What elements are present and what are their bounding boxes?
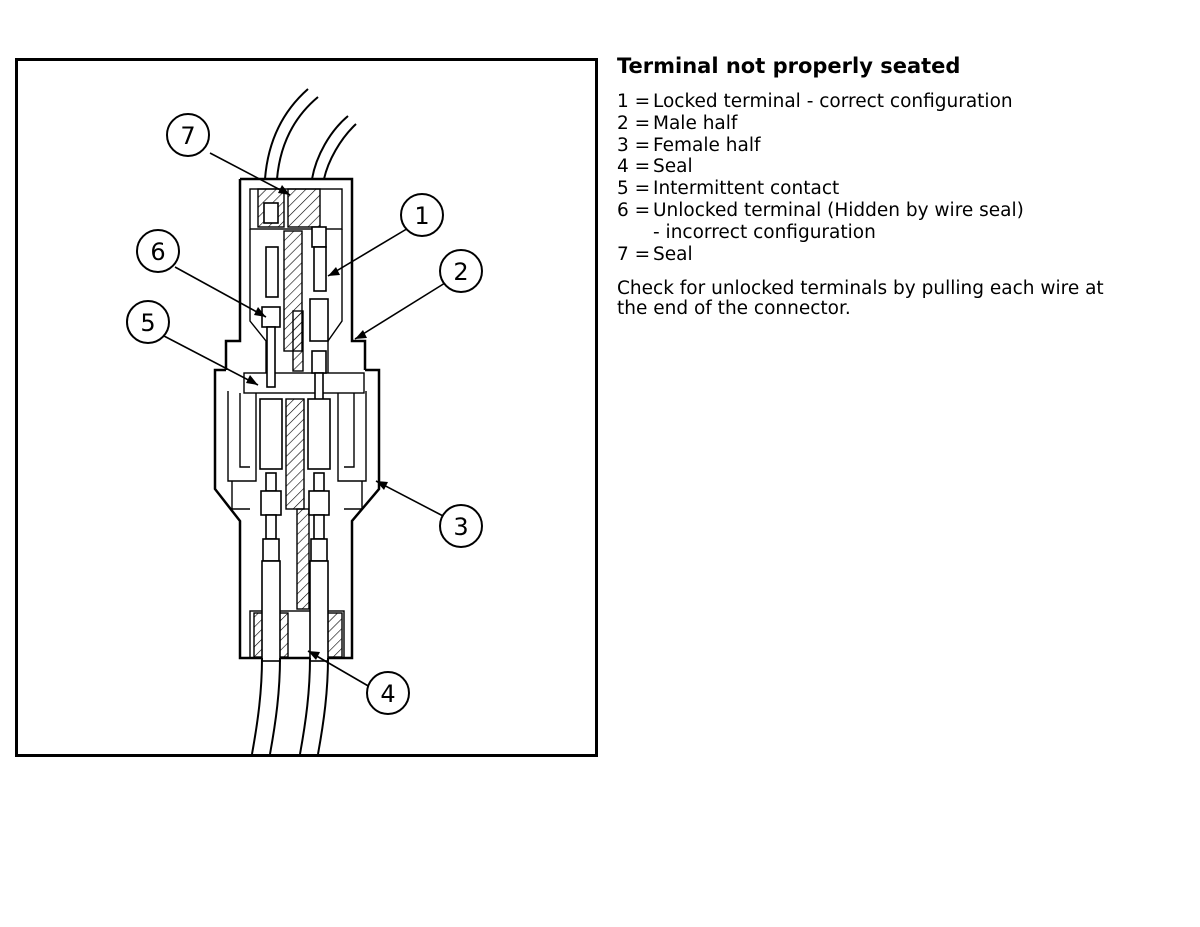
- bottom-wires: [251, 657, 329, 754]
- legend-label: Female half: [653, 134, 761, 156]
- callout-6: 6: [136, 229, 180, 273]
- callout-7: 7: [166, 113, 210, 157]
- callout-5-label: 5: [140, 309, 155, 337]
- callout-1: 1: [400, 193, 444, 237]
- text-panel: Terminal not properly seated 1 = Locked …: [617, 52, 1177, 319]
- connector-diagram: 7 1 2 6 5 3 4: [15, 58, 598, 757]
- legend-number: 1 =: [617, 91, 651, 112]
- left-terminal: [259, 202, 283, 662]
- callout-3: 3: [439, 504, 483, 548]
- callout-4: 4: [366, 671, 410, 715]
- legend-label: Seal: [653, 243, 693, 265]
- legend-number: 5 =: [617, 178, 651, 200]
- legend-label: Intermittent contact: [653, 178, 840, 200]
- top-wires: [264, 88, 357, 180]
- instruction-note: Check for unlocked terminals by pulling …: [617, 278, 1104, 320]
- legend-sublabel: - incorrect configuration: [653, 221, 876, 243]
- legend-item: 5 = Intermittent contact: [617, 178, 1177, 200]
- legend-number: 4 =: [617, 156, 651, 178]
- legend-item: 2 = Male half: [617, 113, 1177, 135]
- right-terminal: [307, 226, 331, 662]
- legend-label: Locked terminal - correct configuration: [653, 91, 1013, 112]
- legend-item: 1 = Locked terminal - correct configurat…: [617, 91, 1177, 113]
- legend-number: 6 =: [617, 199, 651, 221]
- callout-2: 2: [439, 249, 483, 293]
- inner-walls: [227, 188, 367, 659]
- legend-number: 3 =: [617, 134, 651, 156]
- legend: 1 = Locked terminal - correct configurat…: [617, 91, 1177, 265]
- legend-item: 7 = Seal: [617, 244, 1177, 266]
- callout-5: 5: [126, 300, 170, 344]
- callout-1-label: 1: [414, 202, 429, 230]
- legend-number: 7 =: [617, 243, 651, 265]
- legend-label: Seal: [653, 156, 693, 178]
- legend-item: 4 = Seal: [617, 156, 1177, 178]
- legend-item: 3 = Female half: [617, 135, 1177, 157]
- callout-leaders: [163, 152, 446, 688]
- legend-label: Unlocked terminal (Hidden by wire seal): [653, 199, 1024, 221]
- connector-drawing: 7 1 2 6 5 3 4: [126, 88, 483, 754]
- legend-label: Male half: [653, 112, 738, 134]
- callout-6-label: 6: [150, 238, 165, 266]
- callout-7-label: 7: [180, 122, 195, 150]
- callout-3-label: 3: [453, 513, 468, 541]
- callout-arrowheads: [246, 185, 388, 660]
- callout-2-label: 2: [453, 258, 468, 286]
- legend-item: 6 = Unlocked terminal (Hidden by wire se…: [617, 200, 1177, 222]
- legend-number: 2 =: [617, 112, 651, 134]
- page-title: Terminal not properly seated: [617, 54, 961, 78]
- callout-4-label: 4: [380, 680, 395, 708]
